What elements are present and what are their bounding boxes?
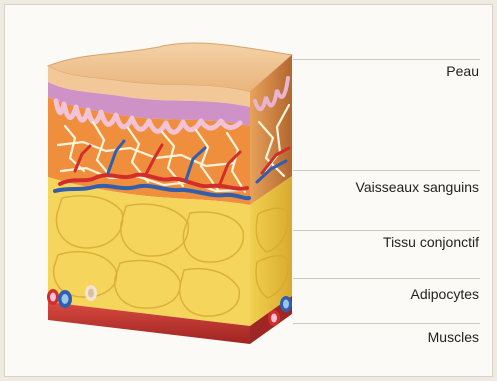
skin-leader-line [293,59,480,60]
connective-tissue-label: Tissu conjonctif [383,234,479,250]
adipocytes-label: Adipocytes [411,286,479,302]
muscles-leader-line [293,323,480,324]
vessels-leader-line [293,170,480,171]
skin-label: Peau [446,63,479,79]
muscles-label: Muscles [428,329,479,345]
connective-leader-line [293,230,480,231]
adipocytes-leader-line [293,278,480,279]
blood-vessels-label: Vaisseaux sanguins [356,179,479,195]
